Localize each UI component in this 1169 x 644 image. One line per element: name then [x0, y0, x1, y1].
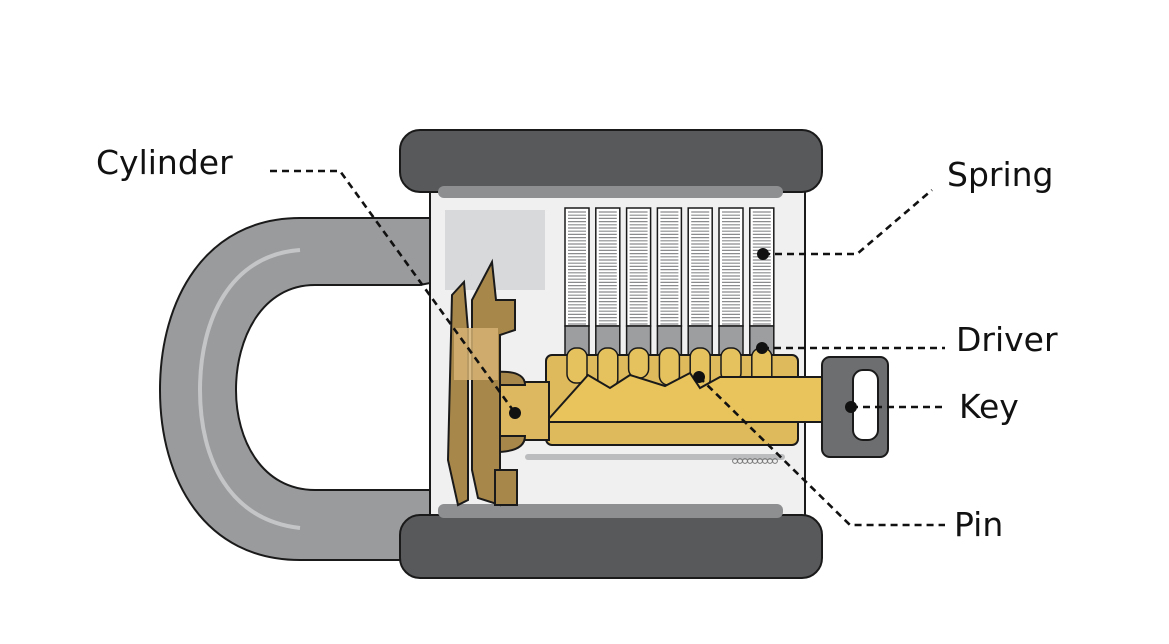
spring-leader: [763, 189, 933, 256]
label-spring: Spring: [947, 155, 1054, 194]
bottom-cap-lip: [438, 504, 783, 518]
body-inner-shade: [445, 210, 545, 290]
spring-dot: [757, 248, 769, 260]
key-bow-hole: [852, 369, 879, 441]
top-cap: [399, 129, 823, 193]
key-dot: [845, 401, 857, 413]
label-key: Key: [959, 387, 1019, 426]
cam-base: [494, 469, 518, 506]
lower-rail: [525, 454, 785, 460]
pin-dot: [693, 371, 705, 383]
ball-bearing: [772, 458, 778, 464]
tailpiece: [496, 381, 550, 441]
pin-stacks: [564, 207, 775, 357]
driver-dot: [756, 342, 768, 354]
label-cylinder: Cylinder: [96, 143, 233, 182]
shackle-highlight: [197, 248, 301, 530]
key-pin: [566, 347, 588, 384]
label-pin: Pin: [954, 505, 1003, 544]
bottom-cap: [399, 514, 823, 579]
cam-band: [454, 328, 498, 380]
key-pin: [627, 347, 650, 379]
label-driver: Driver: [956, 320, 1058, 359]
key-blade: [543, 371, 831, 423]
cylinder-leader: [270, 169, 517, 414]
cam-right: [471, 258, 516, 507]
ball-bearings: [732, 458, 778, 464]
cylinder-dot: [509, 407, 521, 419]
cam-left: [446, 279, 469, 507]
key-pins: [566, 347, 773, 389]
top-cap-lip: [438, 186, 783, 198]
